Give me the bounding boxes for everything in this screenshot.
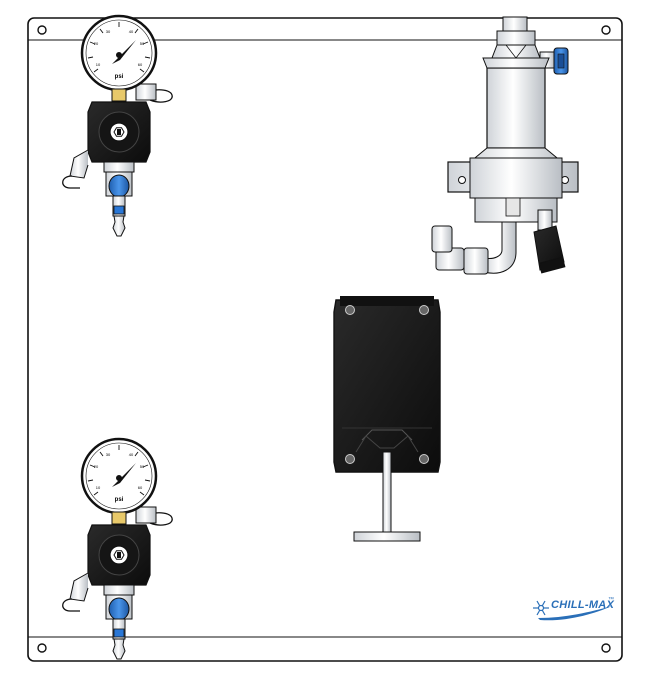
logo-swoosh bbox=[538, 606, 612, 621]
gauge-tick-label: 10 bbox=[96, 485, 101, 490]
gauge-tick-label: 50 bbox=[140, 41, 145, 46]
screw-bottom-left bbox=[345, 454, 355, 464]
gauge-unit-label: psi bbox=[115, 497, 124, 503]
gauge-tick-label: 30 bbox=[106, 452, 111, 457]
brand-trademark: ™ bbox=[608, 597, 614, 603]
gauge-tick-marks bbox=[87, 22, 151, 73]
brass-stem bbox=[111, 88, 127, 102]
mount-hole-top-right bbox=[601, 25, 611, 35]
gauge-tick-label: 20 bbox=[94, 464, 99, 469]
gauge-tick-label: 60 bbox=[138, 62, 143, 67]
gauge-tick-label: 60 bbox=[138, 485, 143, 490]
screw-top-left bbox=[345, 305, 355, 315]
mount-hole-top-left bbox=[37, 25, 47, 35]
mount-hole-bottom-left bbox=[37, 643, 47, 653]
pump-assembly bbox=[431, 16, 579, 275]
gauge-tick-label: 40 bbox=[129, 452, 134, 457]
hose-barb bbox=[112, 215, 126, 237]
gauge-tick-label: 20 bbox=[94, 41, 99, 46]
shutoff-valve-blue bbox=[108, 597, 130, 621]
gauge-needle bbox=[112, 463, 136, 487]
barb-blue bbox=[113, 205, 125, 215]
pump-housing bbox=[486, 67, 546, 149]
gauge-unit-label: psi bbox=[115, 74, 124, 80]
co2-regulator-bottom: 10 20 30 40 50 60 psi bbox=[62, 437, 173, 660]
shutoff-valve-blue bbox=[108, 174, 130, 198]
gauge-tick-label: 10 bbox=[96, 62, 101, 67]
brand-name: CHILL-MAX bbox=[551, 599, 615, 611]
snowflake-icon bbox=[533, 600, 549, 616]
pump-stem bbox=[382, 451, 392, 533]
gauge-tick-label: 30 bbox=[106, 29, 111, 34]
gauge-tick-label: 40 bbox=[129, 29, 134, 34]
screw-bottom-right bbox=[419, 454, 429, 464]
co2-regulator-top: 10 20 30 40 50 60 psi bbox=[62, 14, 173, 237]
screw-top-right bbox=[419, 305, 429, 315]
pump-base-bar bbox=[353, 531, 421, 542]
gauge-tick-label: 50 bbox=[140, 464, 145, 469]
gauge-needle bbox=[112, 40, 136, 64]
mount-hole-bottom-right bbox=[601, 643, 611, 653]
gas-pump-unit bbox=[333, 296, 441, 542]
brand-logo bbox=[533, 600, 612, 621]
